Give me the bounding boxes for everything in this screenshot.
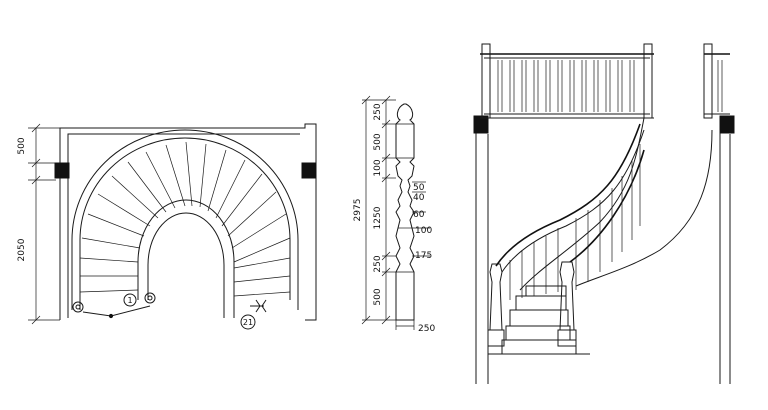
newel-right-dim-3: 100 <box>415 226 432 236</box>
elevation-handrail <box>495 123 641 267</box>
newel-width-dim <box>395 320 415 330</box>
elevation-newel-left <box>487 263 505 347</box>
plan-handrail-base <box>82 305 151 317</box>
newel-right-dim-2: 60 <box>413 210 425 220</box>
plan-newel-right <box>144 292 156 304</box>
plan-outer-arc-2 <box>79 137 291 310</box>
landing-balustrade <box>480 43 654 119</box>
elevation-steps <box>488 285 590 355</box>
plan-dim-lower: 2050 <box>17 238 27 261</box>
plan-outer-arc <box>71 129 299 310</box>
plan-newel-left <box>72 301 84 313</box>
plan-wall-outline <box>59 123 317 321</box>
elevation-handrail-front <box>569 149 645 263</box>
landing-newel-right <box>643 43 653 119</box>
newel-right-dim-0: 50 <box>413 183 425 193</box>
plan-column-right <box>301 162 317 179</box>
turn-marker-label: 1 <box>127 296 132 305</box>
elevation-balusters <box>509 144 641 300</box>
newel-dim-4: 250 <box>373 255 383 272</box>
section-marker: 21 <box>240 314 256 330</box>
newel-dim-total: 2975 <box>353 199 363 222</box>
newel-dim-width: 250 <box>418 324 435 334</box>
newel-right-dim-1: 40 <box>413 193 425 203</box>
plan-treads <box>79 141 291 297</box>
plan-inner-arc <box>147 212 225 318</box>
plan-wall-inner <box>67 133 300 318</box>
elevation-stringer-outer <box>519 117 645 291</box>
newel-post-detail: 250 500 100 1250 250 500 2975 50 40 60 1… <box>353 95 435 334</box>
elevation-stringer-inner <box>575 129 713 287</box>
turn-marker: 1 <box>123 293 137 307</box>
elevation-newel-center <box>557 261 577 347</box>
elevation-column-right <box>719 115 735 134</box>
newel-dim-0: 250 <box>373 103 383 120</box>
newel-right-dim-4: 175 <box>415 251 432 261</box>
stair-elevation-view <box>473 43 735 384</box>
stair-plan-view: 1 21 500 2050 <box>17 123 317 330</box>
section-arrow <box>250 299 267 313</box>
newel-dim-3: 1250 <box>373 206 383 229</box>
newel-dim-1: 500 <box>373 133 383 150</box>
landing-balusters <box>497 60 635 112</box>
plan-inner-arc-2 <box>137 199 235 318</box>
newel-dimension-chain <box>361 95 396 325</box>
newel-right-dims <box>412 181 430 257</box>
section-marker-label: 21 <box>243 318 253 327</box>
landing-newel-left <box>481 43 491 119</box>
plan-dim-upper: 500 <box>17 137 27 154</box>
newel-post-outline <box>395 103 415 321</box>
newel-dim-2: 100 <box>373 159 383 176</box>
newel-dim-5: 500 <box>373 288 383 305</box>
plan-dimension-line <box>28 123 60 325</box>
side-balustrade <box>703 43 730 119</box>
elevation-column-left <box>473 115 489 134</box>
plan-column-left <box>54 162 70 179</box>
